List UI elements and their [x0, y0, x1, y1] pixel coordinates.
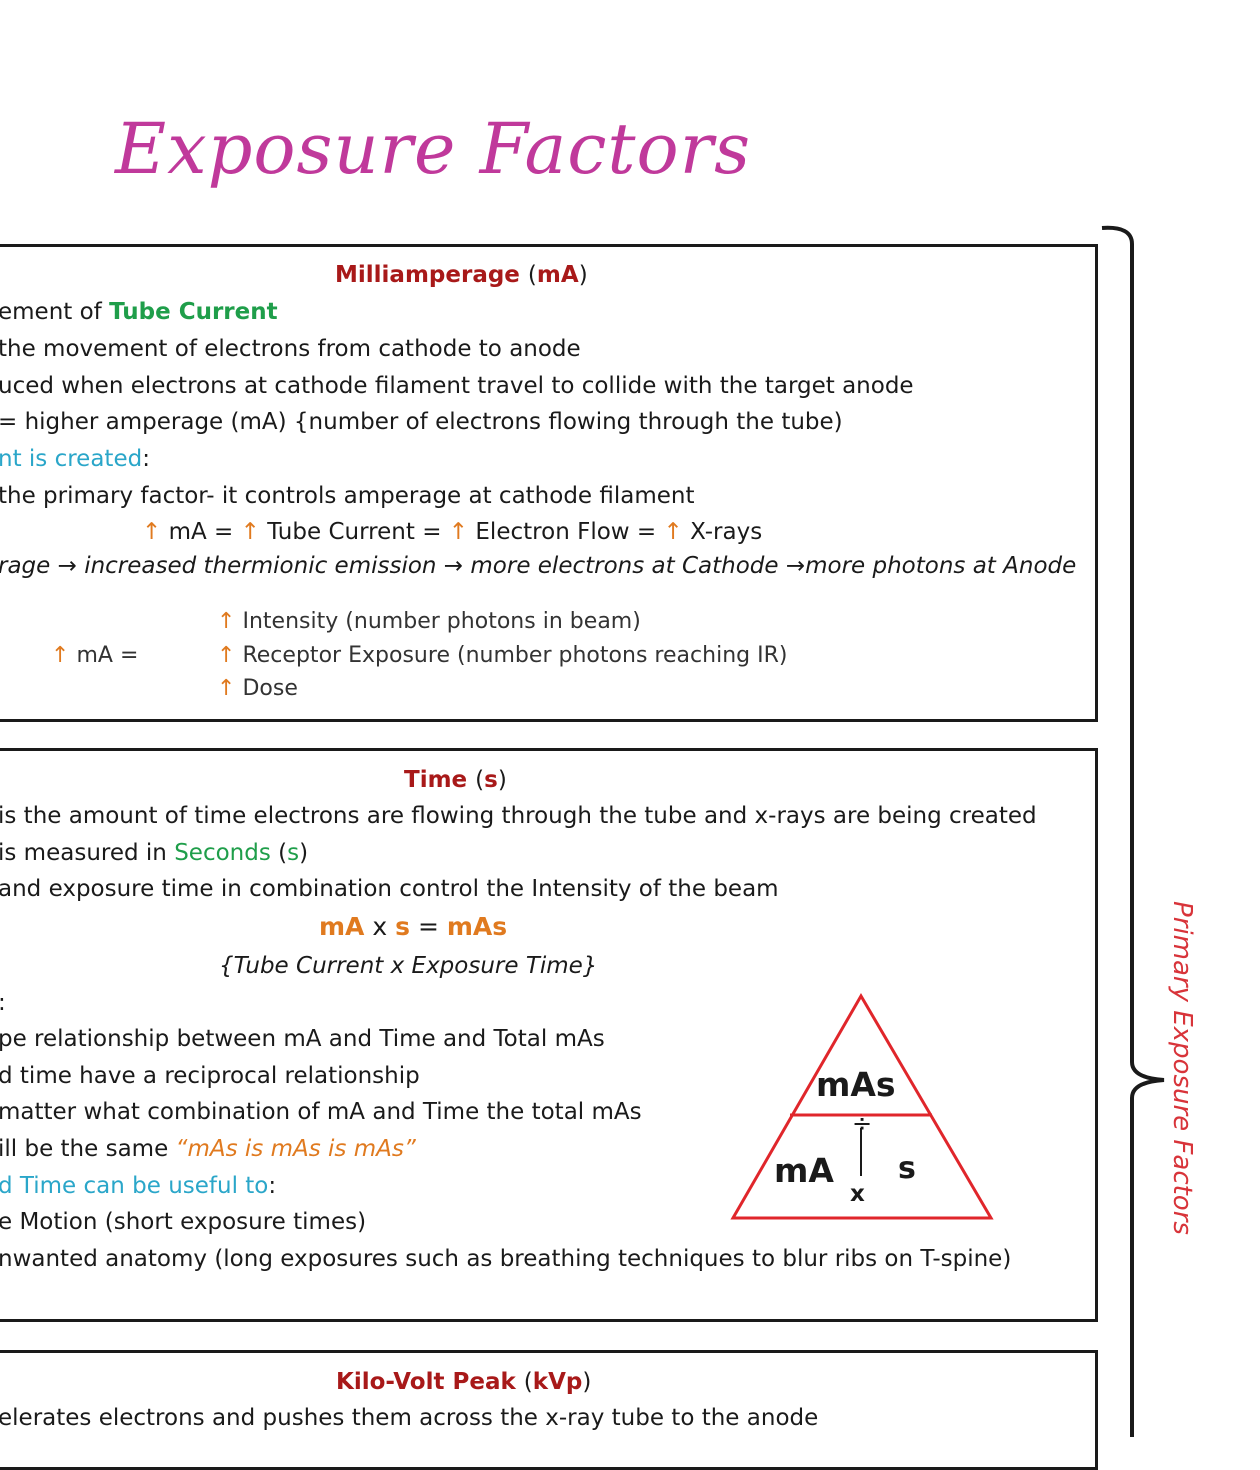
text: ement of [0, 299, 110, 325]
time-line-3: and exposure time in combination control… [0, 876, 779, 902]
ma-effects-label: ↑ mA = [51, 641, 138, 671]
multiply-icon: x [850, 1181, 865, 1207]
quote-text: “mAs is mAs is mAs” [175, 1136, 416, 1162]
heading-abbr: s [484, 767, 498, 793]
mas-triangle-diagram: mAs ÷ mA s x [730, 993, 994, 1221]
ma-effect-intensity: ↑ Intensity (number photons in beam) [217, 607, 641, 637]
grouping-bracket [1101, 225, 1165, 1437]
ma-effect-dose: ↑ Dose [217, 674, 298, 704]
time-line-1: is the amount of time electrons are flow… [0, 803, 1037, 829]
time-line-7: matter what combination of mA and Time t… [0, 1099, 642, 1125]
text: ill be the same [0, 1136, 176, 1162]
section-heading-kvp: Kilo-Volt Peak (kVp) [336, 1369, 592, 1395]
time-section: Time (s) is the amount of time electrons… [0, 748, 1098, 1322]
ma-effect-receptor-exposure: ↑ Receptor Exposure (number photons reac… [217, 641, 788, 671]
formula-mas: mAs [446, 912, 508, 941]
highlight-text: Seconds [174, 840, 271, 866]
triangle-shape [730, 993, 994, 1220]
time-line-4: : [0, 988, 6, 1018]
effect-text: ↑ Receptor Exposure (number photons reac… [217, 643, 788, 668]
text: : [268, 1173, 277, 1199]
time-line-5: pe relationship between mA and Time and … [0, 1026, 605, 1052]
up-arrow-icon: ↑ [217, 609, 236, 634]
text: is measured in [0, 840, 175, 866]
chain-text: ↑ mA = ↑ Tube Current = ↑ Electron Flow … [142, 519, 763, 545]
time-line-8: ill be the same “mAs is mAs is mAs” [0, 1134, 416, 1164]
mas-formula: mA x s = mAs [319, 912, 507, 942]
ma-line-6: the primary factor- it controls amperage… [0, 483, 695, 509]
time-line-2: is measured in Seconds (s) [0, 840, 309, 866]
kvp-line-1: elerates electrons and pushes them acros… [0, 1405, 819, 1431]
up-arrow-icon: ↑ [51, 643, 70, 668]
formula-equals: = [417, 912, 439, 941]
up-arrow-icon: ↑ [448, 519, 469, 545]
ma-line-2: the movement of electrons from cathode t… [0, 336, 581, 362]
formula-times: x [372, 912, 388, 941]
time-line-10: e Motion (short exposure times) [0, 1209, 367, 1235]
milliamperage-section: Milliamperage (mA) ement of Tube Current… [0, 244, 1098, 722]
effect-text: ↑ Intensity (number photons in beam) [217, 609, 641, 634]
formula-s: s [395, 912, 410, 941]
highlight-abbr: s [287, 840, 300, 866]
page-title: Exposure Factors [115, 108, 752, 190]
highlight-text: d Time can be useful to [0, 1173, 269, 1199]
ma-line-1: ement of Tube Current [0, 297, 278, 327]
heading-text: Time [404, 767, 468, 793]
heading-text: Milliamperage [335, 262, 520, 288]
formula-ma: mA [319, 912, 365, 941]
triangle-s-label: s [898, 1151, 916, 1186]
ma-relationship-chain: ↑ mA = ↑ Tube Current = ↑ Electron Flow … [142, 517, 762, 547]
up-arrow-icon: ↑ [663, 519, 683, 545]
time-line-11: nwanted anatomy (long exposures such as … [0, 1246, 1012, 1272]
up-arrow-icon: ↑ [217, 643, 236, 668]
primary-exposure-factors-label: Primary Exposure Factors [1167, 901, 1197, 1235]
effects-label: ↑ mA = [51, 643, 139, 668]
divide-icon: ÷ [852, 1109, 873, 1137]
up-arrow-icon: ↑ [142, 519, 162, 545]
time-line-9: d Time can be useful to: [0, 1171, 276, 1201]
effect-text: ↑ Dose [217, 676, 298, 701]
highlight-text: Tube Current [109, 299, 278, 325]
ma-line-3: uced when electrons at cathode filament … [0, 373, 914, 399]
ma-line-8: rage → increased thermionic emission → m… [0, 553, 1077, 579]
section-heading-time: Time (s) [404, 767, 507, 793]
heading-text: Kilo-Volt Peak [336, 1369, 516, 1395]
mas-formula-description: {Tube Current x Exposure Time} [219, 953, 598, 979]
ma-line-4: = higher amperage (mA) {number of electr… [0, 409, 843, 435]
kilo-volt-peak-section: Kilo-Volt Peak (kVp) elerates electrons … [0, 1350, 1098, 1470]
triangle-ma-label: mA [774, 1151, 834, 1190]
time-line-6: d time have a reciprocal relationship [0, 1063, 420, 1089]
up-arrow-icon: ↑ [217, 676, 236, 701]
triangle-mas-label: mAs [816, 1065, 896, 1104]
highlight-text: nt is created [0, 446, 143, 472]
up-arrow-icon: ↑ [240, 519, 260, 545]
ma-line-5: nt is created: [0, 444, 150, 474]
text: : [142, 446, 150, 472]
section-heading-ma: Milliamperage (mA) [335, 262, 588, 288]
heading-abbr: kVp [532, 1369, 583, 1395]
heading-abbr: mA [536, 262, 579, 288]
